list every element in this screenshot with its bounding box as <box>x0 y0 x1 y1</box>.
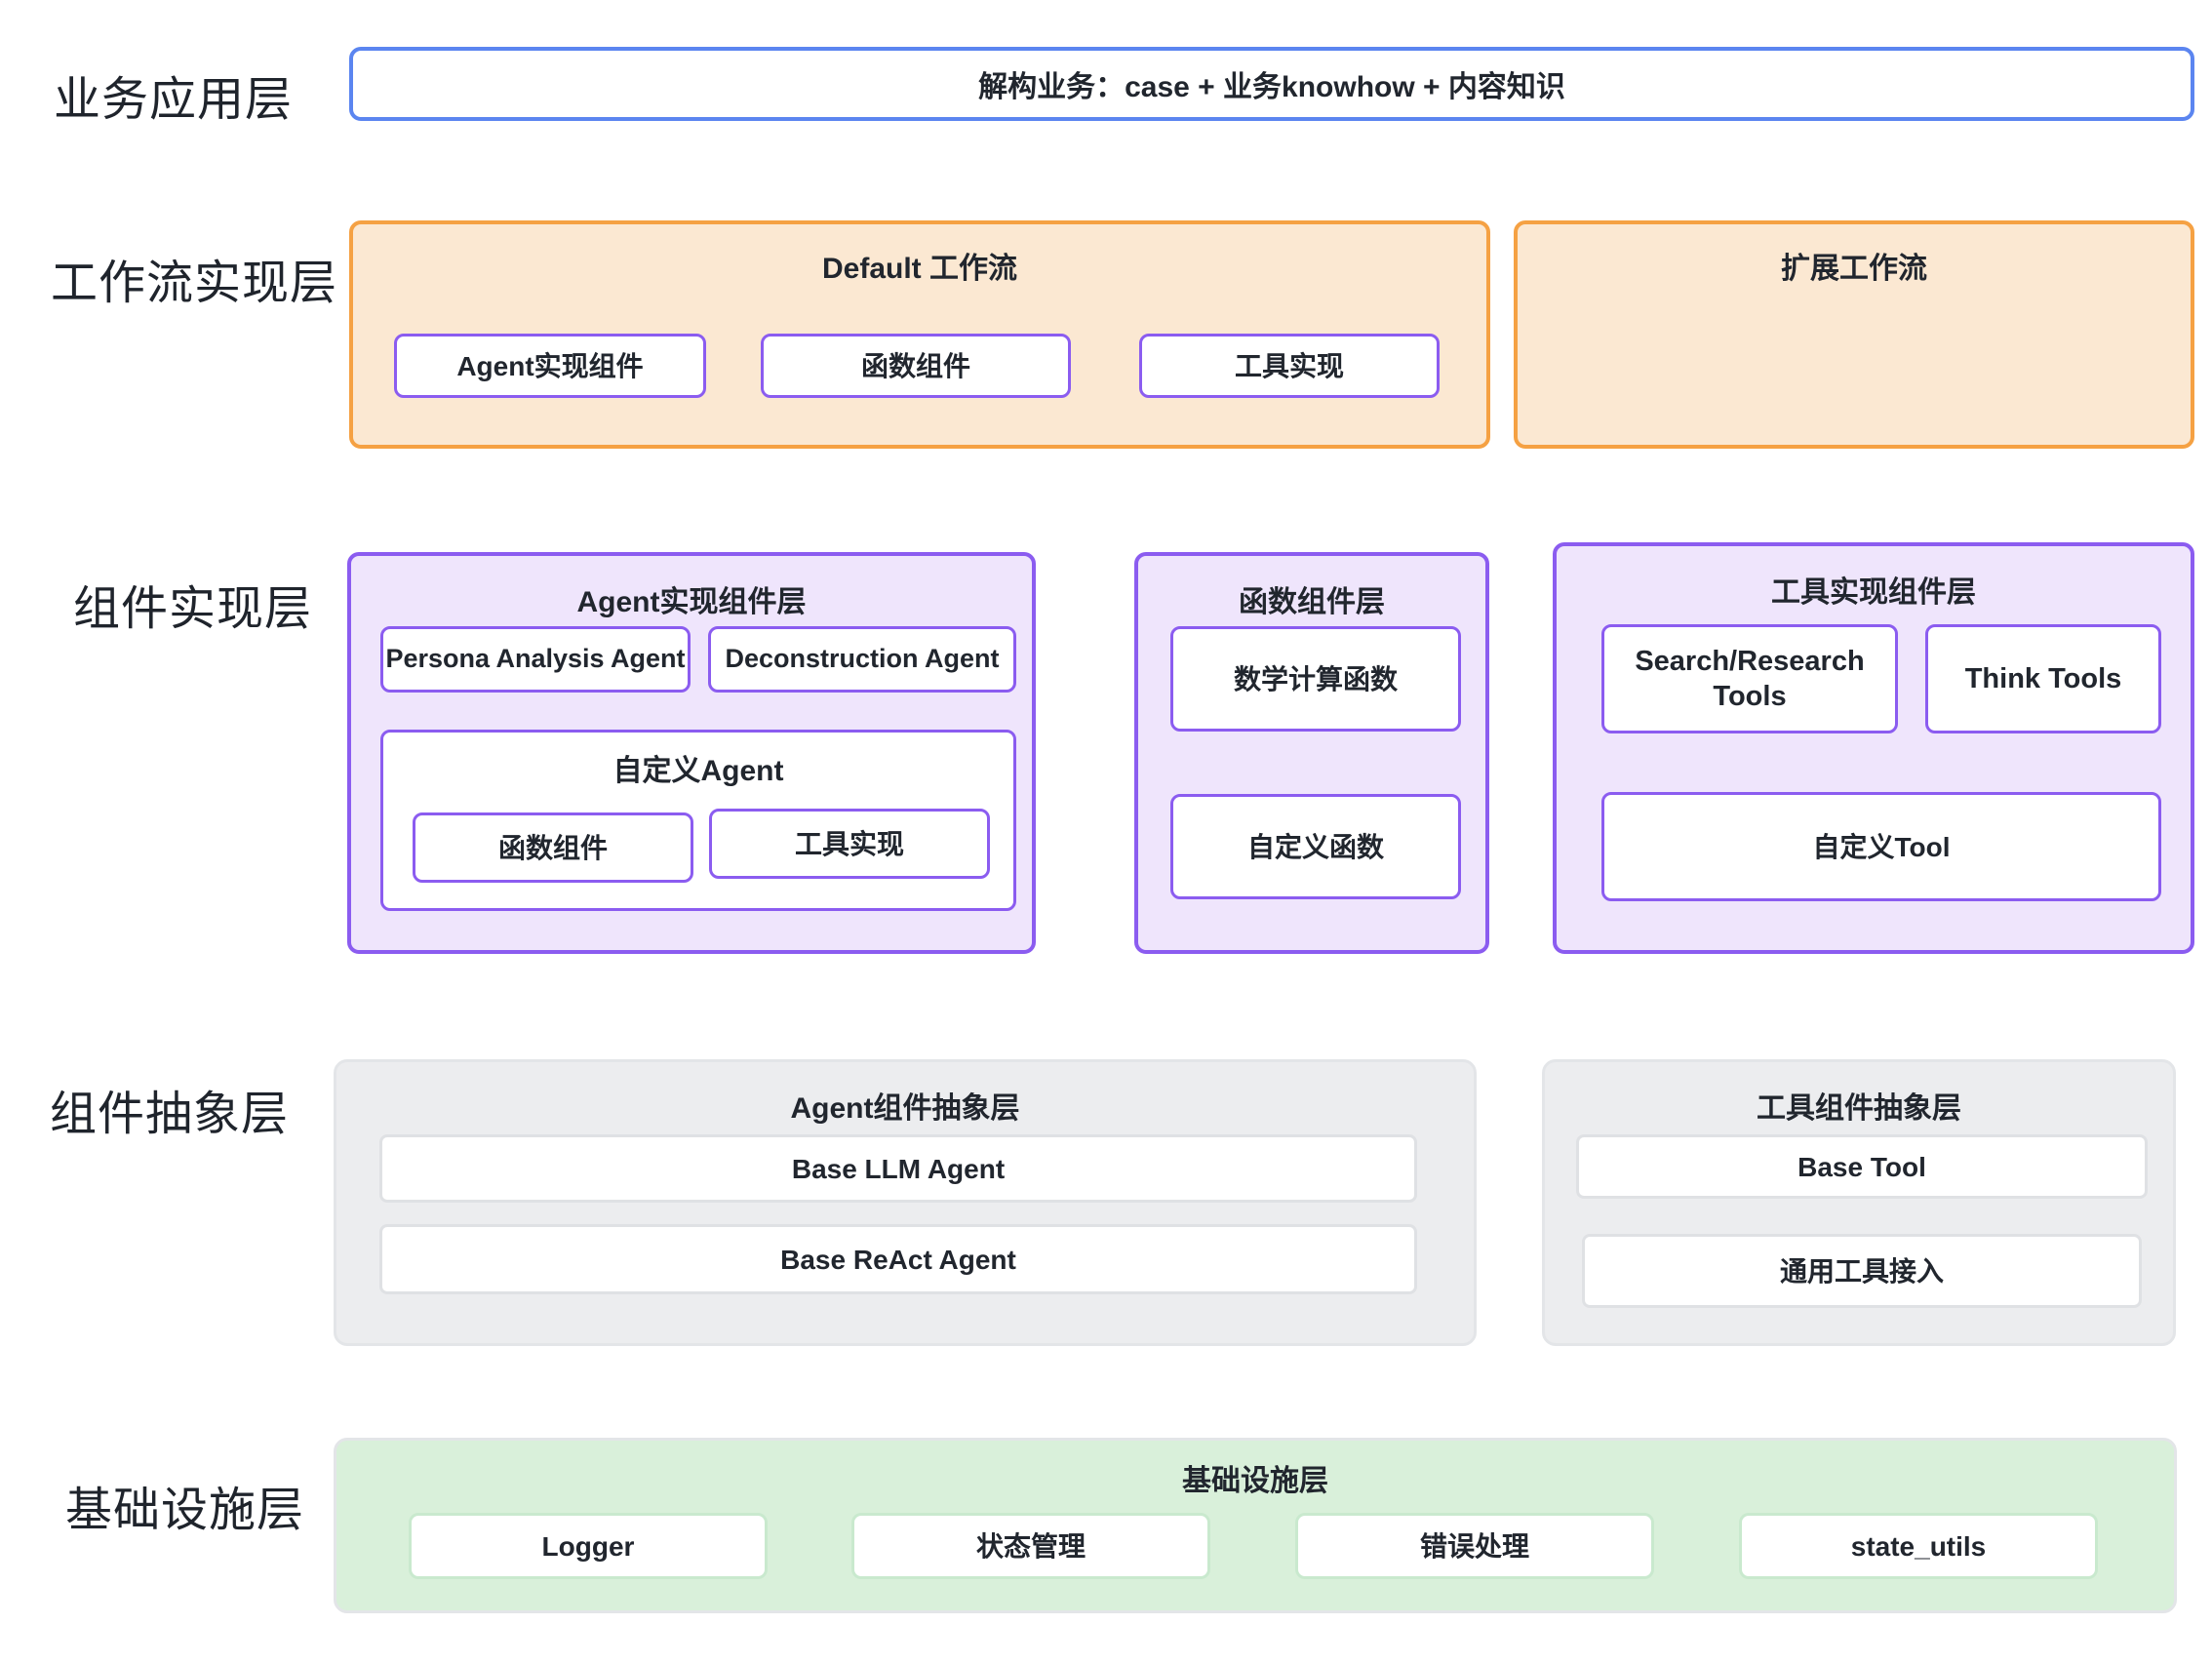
deconstruction-agent-box: Deconstruction Agent <box>708 626 1016 693</box>
custom-agent-box: 自定义Agent 函数组件 工具实现 <box>380 730 1016 911</box>
base-llm-agent-box: Base LLM Agent <box>379 1134 1417 1203</box>
function-component-panel: 函数组件层 数学计算函数 自定义函数 <box>1134 552 1489 954</box>
business-banner: 解构业务：case + 业务knowhow + 内容知识 <box>349 47 2194 121</box>
layer-label-component: 组件实现层 <box>73 583 313 635</box>
generic-tool-access-box: 通用工具接入 <box>1582 1234 2142 1308</box>
layer-label-infrastructure: 基础设施层 <box>65 1485 305 1536</box>
default-workflow-panel: Default 工作流 Agent实现组件 函数组件 工具实现 <box>349 220 1490 449</box>
custom-agent-function-component-box: 函数组件 <box>413 812 693 883</box>
workflow-item-tool-implementation: 工具实现 <box>1139 334 1440 398</box>
custom-agent-tool-implementation-box: 工具实现 <box>709 809 990 879</box>
custom-function-box: 自定义函数 <box>1170 794 1461 899</box>
persona-analysis-agent-box: Persona Analysis Agent <box>380 626 691 693</box>
layer-label-workflow: 工作流实现层 <box>51 258 338 309</box>
agent-abstraction-panel-title: Agent组件抽象层 <box>790 1092 1020 1125</box>
agent-component-panel-title: Agent实现组件层 <box>576 586 807 618</box>
tool-abstraction-panel: 工具组件抽象层 Base Tool 通用工具接入 <box>1542 1059 2176 1346</box>
extended-workflow-title: 扩展工作流 <box>1781 253 1927 285</box>
error-handling-box: 错误处理 <box>1295 1513 1654 1579</box>
infrastructure-panel: 基础设施层 Logger 状态管理 错误处理 state_utils <box>334 1438 2177 1613</box>
search-research-tools-box: Search/Research Tools <box>1601 624 1898 733</box>
tool-component-panel-title: 工具实现组件层 <box>1771 576 1976 609</box>
base-react-agent-box: Base ReAct Agent <box>379 1224 1417 1294</box>
workflow-item-agent-component: Agent实现组件 <box>394 334 706 398</box>
state-management-box: 状态管理 <box>851 1513 1210 1579</box>
infrastructure-panel-title: 基础设施层 <box>1182 1465 1328 1497</box>
state-utils-box: state_utils <box>1739 1513 2098 1579</box>
extended-workflow-panel: 扩展工作流 <box>1514 220 2194 449</box>
think-tools-box: Think Tools <box>1925 624 2161 733</box>
tool-component-panel: 工具实现组件层 Search/Research Tools Think Tool… <box>1553 542 2194 954</box>
layer-label-business: 业务应用层 <box>54 74 294 126</box>
layer-label-abstraction: 组件抽象层 <box>50 1089 290 1140</box>
math-function-box: 数学计算函数 <box>1170 626 1461 732</box>
function-component-panel-title: 函数组件层 <box>1239 586 1385 618</box>
custom-tool-box: 自定义Tool <box>1601 792 2161 901</box>
agent-abstraction-panel: Agent组件抽象层 Base LLM Agent Base ReAct Age… <box>334 1059 1477 1346</box>
tool-abstraction-panel-title: 工具组件抽象层 <box>1757 1092 1961 1125</box>
custom-agent-title: 自定义Agent <box>612 755 784 787</box>
logger-box: Logger <box>409 1513 768 1579</box>
business-banner-text: 解构业务：case + 业务knowhow + 内容知识 <box>978 71 1565 103</box>
default-workflow-title: Default 工作流 <box>821 253 1017 285</box>
base-tool-box: Base Tool <box>1576 1134 2148 1199</box>
workflow-item-function-component: 函数组件 <box>761 334 1071 398</box>
agent-component-panel: Agent实现组件层 Persona Analysis Agent Decons… <box>347 552 1036 954</box>
